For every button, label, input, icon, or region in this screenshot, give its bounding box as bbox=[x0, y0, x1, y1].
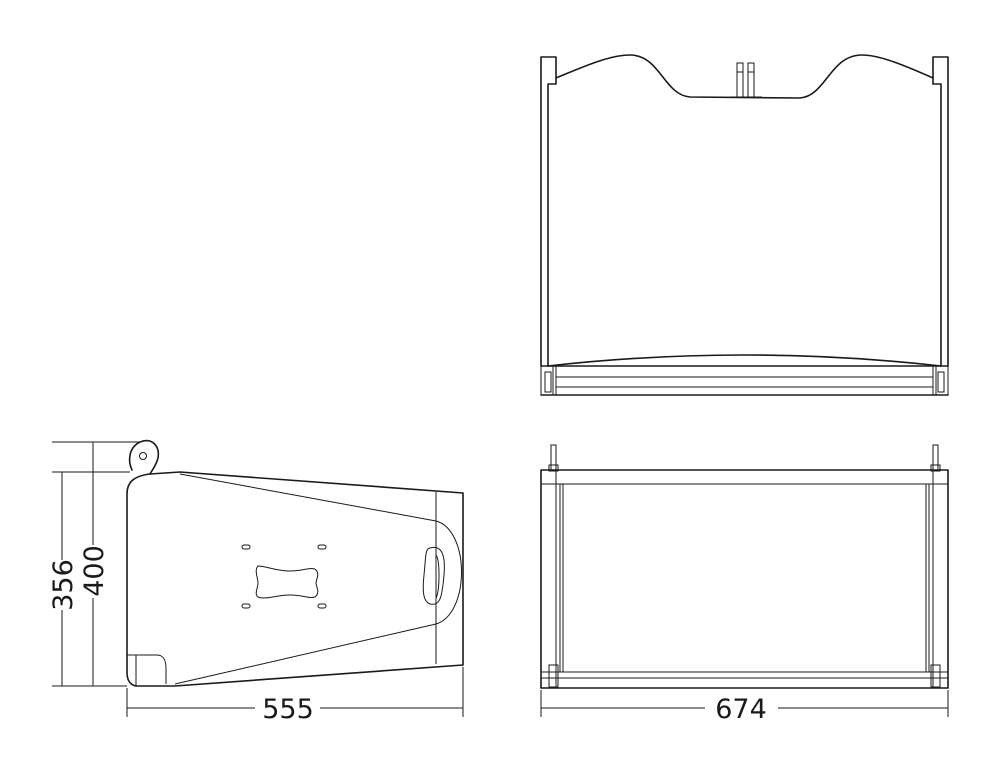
rigging-pin-left bbox=[548, 444, 559, 472]
bolt-slot bbox=[317, 603, 327, 609]
side-view-foot bbox=[127, 654, 167, 684]
bolt-slot bbox=[241, 544, 251, 550]
side-view bbox=[126, 439, 464, 687]
side-view-center-cutout bbox=[255, 565, 319, 599]
front-view bbox=[540, 444, 949, 689]
front-view-outer-frame bbox=[540, 469, 949, 689]
dim-label-356: 356 bbox=[48, 559, 79, 611]
top-view bbox=[540, 54, 949, 396]
bolt-slot bbox=[317, 544, 327, 550]
side-view-handle-slot bbox=[422, 546, 445, 605]
dim-label-400: 400 bbox=[79, 545, 110, 597]
top-view-left-wall bbox=[540, 56, 557, 367]
front-corner-left bbox=[540, 365, 554, 396]
dimension-lines bbox=[52, 441, 949, 717]
bottom-pin-right bbox=[930, 664, 941, 688]
bolt-slot bbox=[241, 603, 251, 609]
bottom-pin-left bbox=[548, 664, 559, 688]
front-view-grille bbox=[562, 483, 927, 673]
top-view-front-curve bbox=[547, 354, 942, 367]
dim-label-555: 555 bbox=[262, 694, 314, 725]
rigging-bracket-top bbox=[730, 62, 762, 98]
top-view-rear-profile bbox=[555, 54, 934, 99]
top-view-right-wall bbox=[932, 56, 949, 367]
side-view-handle-shape bbox=[435, 520, 462, 625]
dim-label-674: 674 bbox=[715, 694, 767, 725]
side-view-rigging-ear bbox=[128, 439, 160, 475]
front-corner-right bbox=[935, 365, 949, 396]
rigging-pin-right bbox=[930, 444, 941, 472]
rigging-hole bbox=[139, 452, 147, 460]
side-view-body bbox=[126, 471, 464, 687]
